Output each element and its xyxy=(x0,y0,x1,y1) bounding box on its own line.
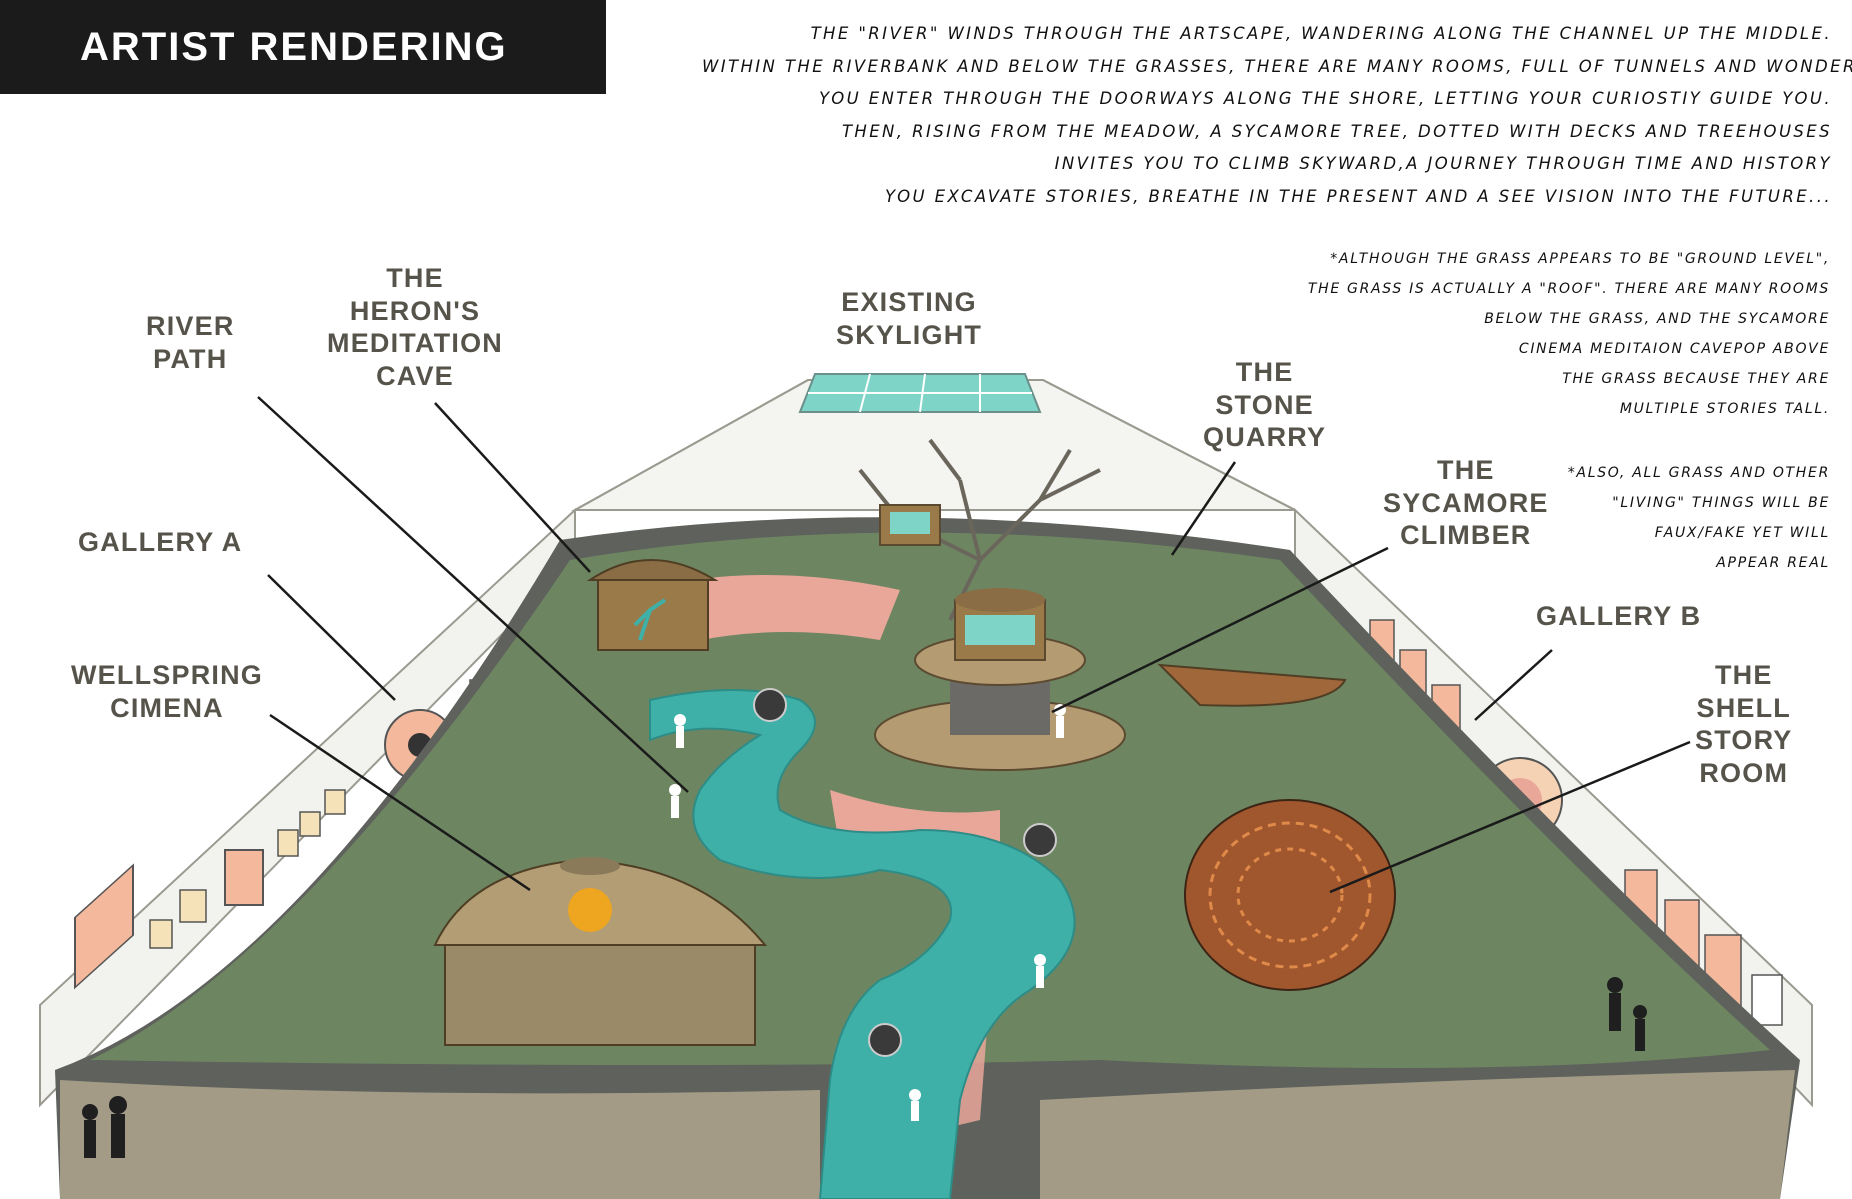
heron-icon xyxy=(633,598,667,641)
label-line: THE xyxy=(1437,455,1495,485)
label-line: WELLSPRING xyxy=(71,660,263,690)
note-line: BELOW THE GRASS, AND THE SYCAMORE xyxy=(1484,311,1830,327)
label-river-path: RIVER PATH xyxy=(146,310,235,375)
label-line: MEDITATION xyxy=(327,328,503,358)
note-line: CINEMA MEDITAION CAVEPOP ABOVE xyxy=(1518,341,1830,357)
description-line: INVITES YOU TO CLIMB SKYWARD,A JOURNEY T… xyxy=(1054,154,1832,174)
note-line: FAUX/FAKE YET WILL xyxy=(1654,525,1830,541)
label-line: STORY xyxy=(1695,725,1793,755)
label-line: RIVER xyxy=(146,311,235,341)
label-sycamore: THE SYCAMORE CLIMBER xyxy=(1383,454,1549,552)
label-line: QUARRY xyxy=(1203,422,1327,452)
note-line: *ALSO, ALL GRASS AND OTHER xyxy=(1567,465,1830,481)
title-banner: ARTIST RENDERING xyxy=(0,0,606,94)
person-icon xyxy=(82,977,1647,1158)
label-line: GALLERY B xyxy=(1536,601,1702,631)
note-grass: *ALTHOUGH THE GRASS APPEARS TO BE "GROUN… xyxy=(1270,244,1830,424)
ground-face xyxy=(1040,1070,1795,1199)
label-line: CLIMBER xyxy=(1400,520,1532,550)
river xyxy=(649,689,1076,1199)
label-line: GALLERY A xyxy=(78,527,243,557)
leader-lines xyxy=(257,396,1691,894)
description-line: THEN, RISING FROM THE MEADOW, A SYCAMORE… xyxy=(841,121,1832,141)
note-faux: *ALSO, ALL GRASS AND OTHER "LIVING" THIN… xyxy=(1270,458,1830,578)
label-line: HERON'S xyxy=(349,295,481,326)
label-stone-quarry: THE STONE QUARRY xyxy=(1203,356,1326,454)
sun-icon xyxy=(568,888,612,932)
boat xyxy=(1157,663,1347,707)
label-skylight: EXISTING SKYLIGHT xyxy=(836,286,982,351)
note-line: MULTIPLE STORIES TALL. xyxy=(1619,401,1830,417)
label-heron-cave: THE HERON'S MEDITATION CAVE xyxy=(327,262,503,392)
note-line: THE GRASS BECAUSE THEY ARE xyxy=(1562,371,1830,387)
note-line: APPEAR REAL xyxy=(1716,555,1830,571)
label-line: THE xyxy=(1235,357,1294,387)
description-line: YOU ENTER THROUGH THE DOORWAYS ALONG THE… xyxy=(819,89,1832,109)
label-line: THE xyxy=(386,263,444,293)
label-line: ROOM xyxy=(1699,757,1789,788)
shell-story-room xyxy=(1184,799,1396,991)
description-line: YOU EXCAVATE STORIES, BREATHE IN THE PRE… xyxy=(884,186,1832,206)
description-line: THE "RIVER" WINDS THROUGH THE ARTSCAPE, … xyxy=(810,24,1832,43)
label-line: SHELL xyxy=(1696,692,1792,723)
heron-cave-hut xyxy=(586,559,719,651)
label-line: CIMENA xyxy=(110,692,224,723)
note-line: THE GRASS IS ACTUALLY A "ROOF". THERE AR… xyxy=(1307,281,1830,297)
label-line: THE xyxy=(1714,660,1773,690)
label-line: PATH xyxy=(153,343,228,374)
person-icon xyxy=(669,704,1066,1121)
description-line: WITHIN THE RIVERBANK AND BELOW THE GRASS… xyxy=(702,56,1852,76)
label-line: CAVE xyxy=(376,360,454,391)
label-gallery-b: GALLERY B xyxy=(1536,600,1701,633)
ground-face xyxy=(60,1080,820,1199)
label-wellspring: WELLSPRING CIMENA xyxy=(71,659,263,724)
label-line: SYCAMORE xyxy=(1383,487,1549,518)
skylight xyxy=(798,373,1042,413)
label-gallery-a: GALLERY A xyxy=(78,526,242,559)
tunnel-portholes xyxy=(753,688,1057,1057)
description-text: THE "RIVER" WINDS THROUGH THE ARTSCAPE, … xyxy=(702,18,1852,214)
label-line: SKYLIGHT xyxy=(836,319,983,350)
label-line: STONE xyxy=(1215,389,1314,420)
label-shell: THE SHELL STORY ROOM xyxy=(1695,659,1793,789)
label-line: EXISTING xyxy=(841,287,977,317)
page-title: ARTIST RENDERING xyxy=(80,24,508,69)
note-line: "LIVING" THINGS WILL BE xyxy=(1612,495,1830,511)
note-line: *ALTHOUGH THE GRASS APPEARS TO BE "GROUN… xyxy=(1330,251,1830,267)
